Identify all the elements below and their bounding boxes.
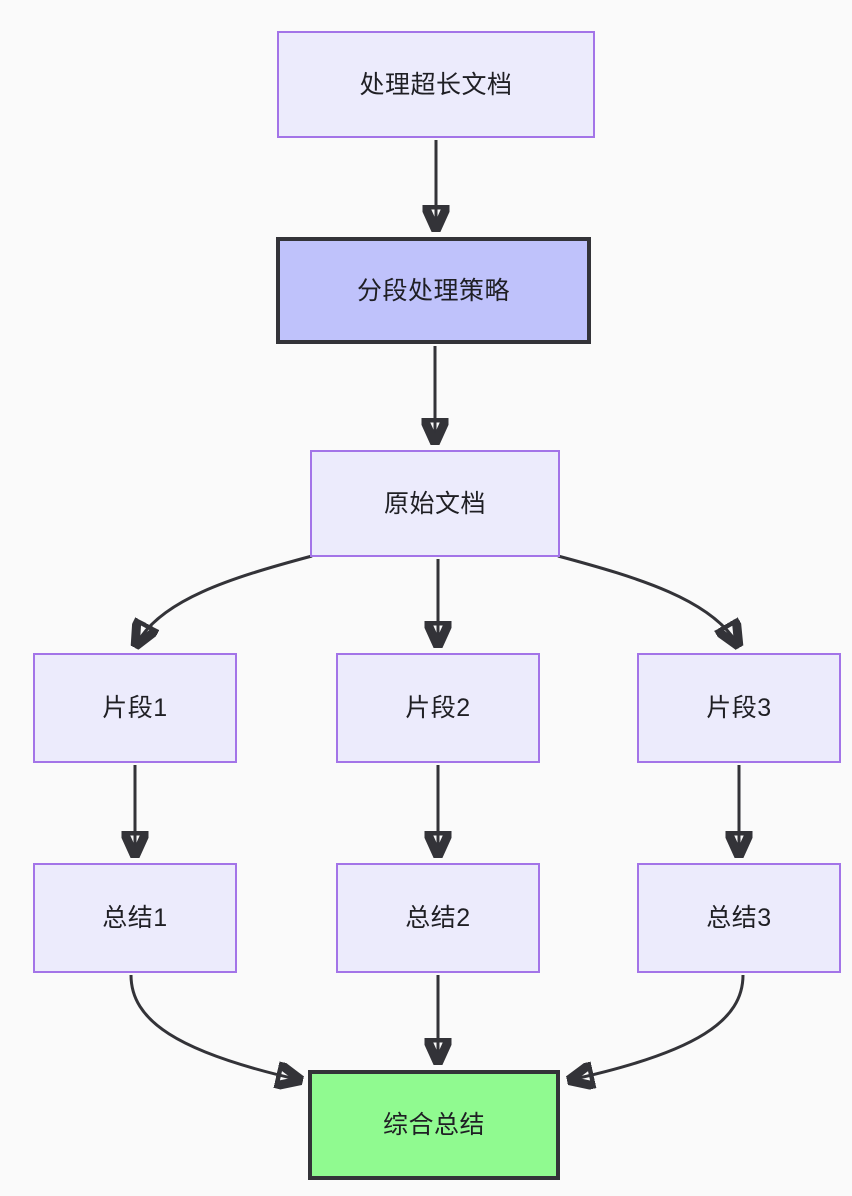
edge-n3-n4 [136,554,313,645]
node-label: 总结1 [102,904,168,932]
node-label: 处理超长文档 [359,70,513,99]
node-summary-2[interactable]: 总结2 [336,863,540,973]
node-label: 片段3 [706,694,772,722]
node-final-summary[interactable]: 综合总结 [308,1070,560,1180]
node-chunking-strategy[interactable]: 分段处理策略 [276,237,591,344]
node-label: 片段1 [102,694,168,722]
node-fragment-2[interactable]: 片段2 [336,653,540,763]
node-label: 总结2 [405,904,471,932]
node-process-long-document[interactable]: 处理超长文档 [277,31,595,138]
edge-n7-n10 [129,974,300,1080]
node-fragment-1[interactable]: 片段1 [33,653,237,763]
node-label: 总结3 [706,904,772,932]
edge-n3-n6 [557,554,738,645]
node-label: 综合总结 [382,1111,485,1139]
node-label: 分段处理策略 [356,276,510,305]
edge-n9-n10 [570,974,745,1080]
node-label: 原始文档 [383,489,486,518]
node-summary-3[interactable]: 总结3 [637,863,841,973]
node-label: 片段2 [405,694,471,722]
node-original-document[interactable]: 原始文档 [310,450,560,557]
node-fragment-3[interactable]: 片段3 [637,653,841,763]
node-summary-1[interactable]: 总结1 [33,863,237,973]
